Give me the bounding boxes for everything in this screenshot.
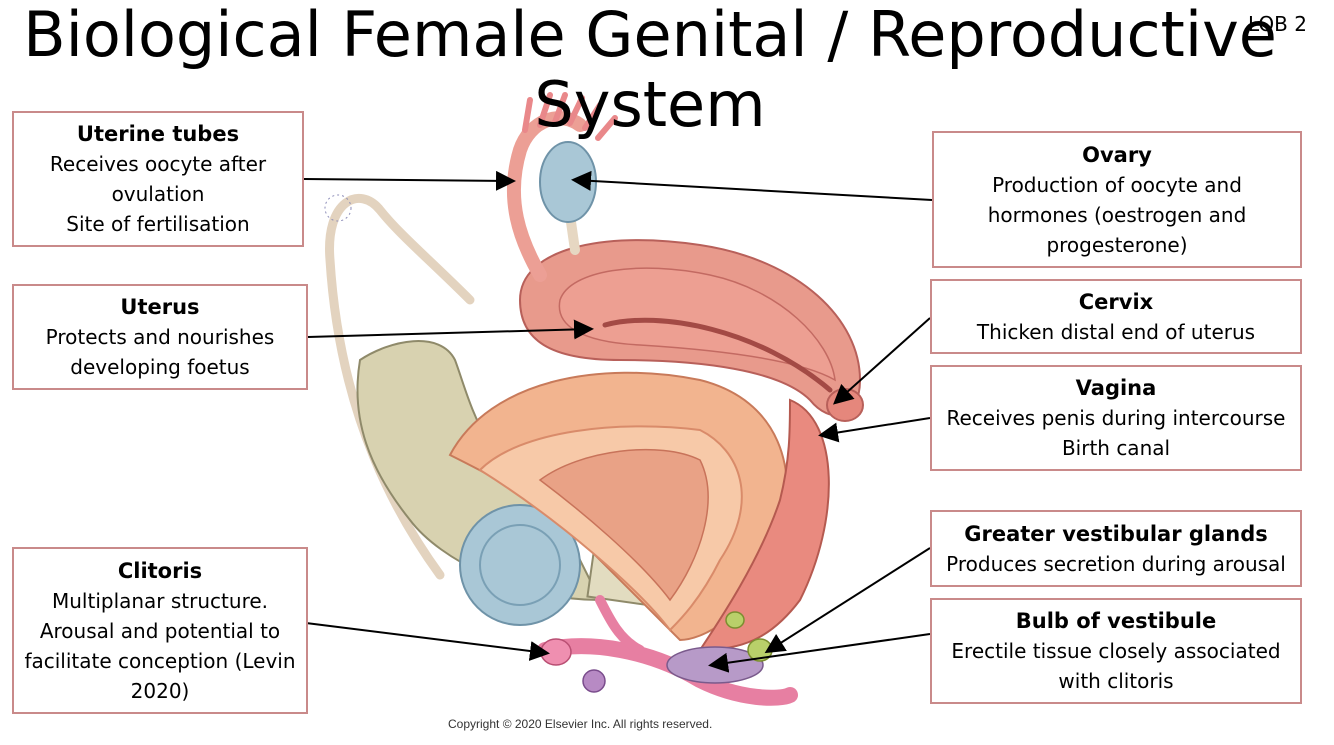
- label-heading: Vagina: [1075, 376, 1157, 400]
- label-heading: Clitoris: [117, 558, 203, 583]
- arrow-bulb: [708, 633, 931, 673]
- page-title: Biological Female Genital / Reproductive…: [0, 0, 1300, 140]
- label-heading: Cervix: [1078, 289, 1154, 314]
- label-vagina: Vagina Receives penis during intercourse…: [930, 365, 1302, 471]
- uterine-cavity: [602, 317, 833, 393]
- label-heading: Uterine tubes: [76, 122, 240, 146]
- label-uterine-tubes: Uterine tubes Receives oocyte after ovul…: [12, 111, 304, 247]
- label-ovary: Ovary Production of oocyte and hormones …: [932, 131, 1302, 268]
- label-text: Produces secretion during arousal: [946, 551, 1286, 576]
- arrow-clitoris: [305, 622, 550, 661]
- label-cervix: Cervix Thicken distal end of uterus: [930, 279, 1302, 354]
- arrow-uterine-tubes: [303, 170, 516, 191]
- label-uterus: Uterus Protects and nourishes developing…: [12, 284, 308, 390]
- title-line-2: System: [534, 68, 766, 141]
- ureter-marker-top: [324, 194, 352, 222]
- label-heading: Uterus: [120, 295, 200, 319]
- label-clitoris: Clitoris Multiplanar structure. Arousal …: [12, 547, 308, 714]
- arrow-ovary: [571, 170, 933, 201]
- lob-tag: LOB 2: [1248, 12, 1307, 36]
- fimbriae: [522, 92, 618, 141]
- pubic-symphysis: [459, 504, 581, 626]
- label-heading: Ovary: [1082, 142, 1152, 167]
- label-text: Production of oocyte and hormones (oestr…: [987, 172, 1247, 257]
- label-greater-vestibular-glands: Greater vestibular glands Produces secre…: [930, 510, 1302, 587]
- arrow-uterus: [307, 319, 594, 340]
- arrow-vagina: [818, 417, 931, 443]
- title-line-1: Biological Female Genital / Reproductive: [23, 0, 1277, 71]
- label-text: Erectile tissue closely associated with …: [951, 639, 1281, 693]
- label-heading: Greater vestibular glands: [964, 521, 1268, 546]
- arrow-greater-vestibular: [764, 547, 931, 654]
- label-text: Protects and nourishes developing foetus: [45, 325, 275, 379]
- label-text: Receives penis during intercourse Birth …: [946, 406, 1286, 460]
- crus-knob: [582, 669, 606, 693]
- label-bulb-of-vestibule: Bulb of vestibule Erectile tissue closel…: [930, 598, 1302, 704]
- label-text: Multiplanar structure. Arousal and poten…: [24, 588, 296, 703]
- copyright-notice: Copyright © 2020 Elsevier Inc. All right…: [448, 717, 713, 731]
- label-heading: Bulb of vestibule: [1015, 609, 1217, 633]
- label-text: Thicken distal end of uterus: [976, 319, 1256, 344]
- ovary: [539, 141, 597, 223]
- arrow-cervix: [833, 317, 931, 405]
- label-text: Receives oocyte after ovulation Site of …: [49, 152, 267, 236]
